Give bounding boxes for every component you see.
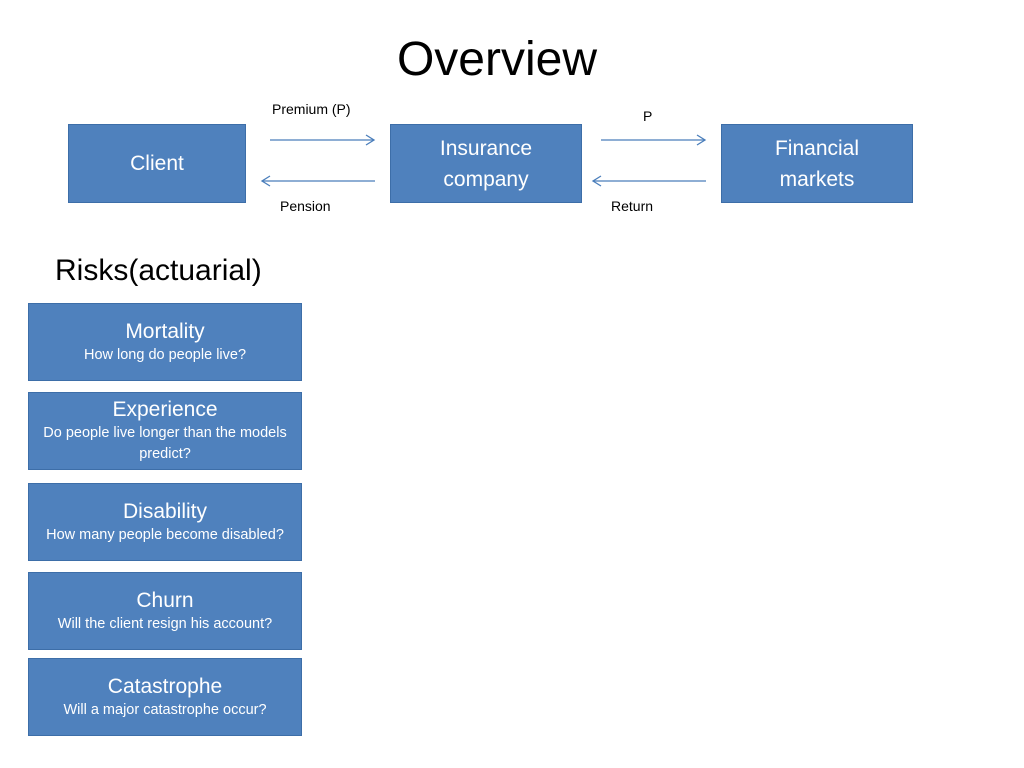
client-label: Client <box>130 152 184 175</box>
return-arrow <box>591 175 706 187</box>
p-arrow <box>601 134 707 146</box>
p-label: P <box>643 108 653 124</box>
risk-name: Experience <box>112 398 218 421</box>
premium-label: Premium (P) <box>272 101 351 117</box>
risk-description: Will a major catastrophe occur? <box>63 701 267 718</box>
risk-box-churn: Churn Will the client resign his account… <box>28 572 302 650</box>
risk-description: Will the client resign his account? <box>57 615 273 632</box>
insurance-company-label: Insurance company <box>439 136 533 191</box>
financial-markets-label: Financial markets <box>774 136 860 191</box>
risk-box-catastrophe: Catastrophe Will a major catastrophe occ… <box>28 658 302 736</box>
pension-label: Pension <box>280 198 331 214</box>
financial-markets-box: Financial markets <box>721 124 913 203</box>
risk-description: How many people become disabled? <box>46 526 284 543</box>
risk-description: How long do people live? <box>83 346 247 363</box>
risk-name: Disability <box>122 499 208 523</box>
pension-arrow <box>260 175 375 187</box>
risk-box-mortality: Mortality How long do people live? <box>28 303 302 381</box>
risk-box-experience: Experience Do people live longer than th… <box>28 392 302 470</box>
risk-description: Do people live longer than the models pr… <box>43 425 287 462</box>
risk-box-disability: Disability How many people become disabl… <box>28 483 302 561</box>
insurance-company-box: Insurance company <box>390 124 582 203</box>
risk-name: Mortality <box>125 319 205 343</box>
risks-heading: Risks(actuarial) <box>55 254 262 287</box>
premium-arrow <box>270 134 376 146</box>
return-label: Return <box>611 198 654 214</box>
risk-name: Catastrophe <box>107 674 223 698</box>
client-box: Client <box>68 124 246 203</box>
page-title: Overview <box>396 33 598 86</box>
risk-name: Churn <box>136 588 194 612</box>
